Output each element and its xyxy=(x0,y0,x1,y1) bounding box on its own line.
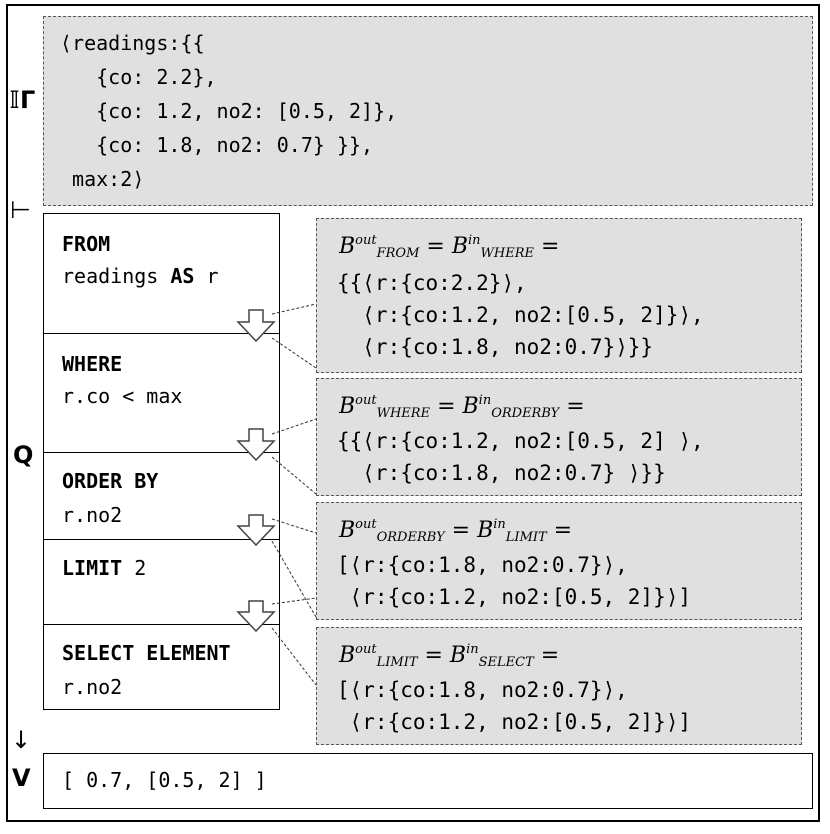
down-arrow-icon xyxy=(236,309,276,343)
query-label: Q xyxy=(13,441,34,469)
binding-line: ⟨r:{co:1.8, no2:0.7}⟩}} xyxy=(337,335,654,359)
binding-line: [⟨r:{co:1.8, no2:0.7}⟩, xyxy=(337,553,628,577)
env-line: max:2⟩ xyxy=(60,167,145,191)
select-clause: SELECT ELEMENT r.no2 xyxy=(43,624,280,710)
orderby-expression: r.no2 xyxy=(62,503,123,527)
limit-keyword: LIMIT xyxy=(62,556,123,580)
from-keyword: FROM xyxy=(62,232,111,256)
binding-line: ⟨r:{co:1.2, no2:[0.5, 2]}⟩, xyxy=(337,303,704,327)
down-arrow-icon xyxy=(236,514,276,547)
callout-line xyxy=(271,597,317,605)
binding-equation: BoutWHERE = BinORDERBY = xyxy=(339,393,585,421)
callout-line xyxy=(271,540,317,618)
binding-line: {{⟨r:{co:1.2, no2:[0.5, 2] ⟩, xyxy=(337,429,704,453)
env-line: ⟨readings:{{ xyxy=(60,31,205,55)
callout-line xyxy=(271,337,317,369)
binding-equation: BoutORDERBY = BinLIMIT = xyxy=(339,517,573,545)
from-clause: FROM readings AS r xyxy=(43,213,280,334)
value-label: V xyxy=(12,764,31,792)
env-line: {co: 1.8, no2: 0.7} }}, xyxy=(60,133,374,157)
orderby-keyword: ORDER BY xyxy=(62,469,159,493)
turnstile-label: ⊢ xyxy=(10,196,31,224)
select-keyword: SELECT ELEMENT xyxy=(62,641,231,665)
result-value: [ 0.7, [0.5, 2] ] xyxy=(62,768,267,792)
binding-line: [⟨r:{co:1.8, no2:0.7}⟩, xyxy=(337,678,628,702)
binding-limit-select: BoutLIMIT = BinSELECT = [⟨r:{co:1.8, no2… xyxy=(316,627,802,745)
down-arrow-icon xyxy=(236,428,276,462)
binding-where-orderby: BoutWHERE = BinORDERBY = {{⟨r:{co:1.2, n… xyxy=(316,378,802,496)
where-condition: r.co < max xyxy=(62,384,183,408)
binding-equation: BoutFROM = BinWHERE = xyxy=(339,233,560,261)
callout-line xyxy=(271,518,317,534)
binding-from-where: BoutFROM = BinWHERE = {{⟨r:{co:2.2}⟩, ⟨r… xyxy=(316,218,802,373)
as-keyword: AS xyxy=(170,264,195,288)
binding-orderby-limit: BoutORDERBY = BinLIMIT = [⟨r:{co:1.8, no… xyxy=(316,502,802,620)
env-line: {co: 2.2}, xyxy=(60,65,217,89)
down-arrow-icon xyxy=(236,600,276,633)
arrow-label: ↓ xyxy=(11,726,32,754)
callout-line xyxy=(271,456,317,495)
limit-value: 2 xyxy=(122,556,147,580)
env-line: {co: 1.2, no2: [0.5, 2]}, xyxy=(60,99,398,123)
environment-box: ⟨readings:{{ {co: 2.2}, {co: 1.2, no2: [… xyxy=(43,16,813,206)
gamma-label: 𝕀Γ xyxy=(9,86,36,114)
diagram-frame xyxy=(6,4,820,822)
select-expression: r.no2 xyxy=(62,675,123,699)
where-clause: WHERE r.co < max xyxy=(43,333,280,453)
binding-equation: BoutLIMIT = BinSELECT = xyxy=(339,642,560,670)
binding-line: ⟨r:{co:1.2, no2:[0.5, 2]}⟩] xyxy=(337,710,692,734)
callout-line xyxy=(271,627,317,686)
binding-line: ⟨r:{co:1.2, no2:[0.5, 2]}⟩] xyxy=(337,585,692,609)
callout-line xyxy=(271,303,317,315)
where-keyword: WHERE xyxy=(62,352,123,376)
result-box: [ 0.7, [0.5, 2] ] xyxy=(43,753,813,809)
binding-line: ⟨r:{co:1.8, no2:0.7} ⟩}} xyxy=(337,461,666,485)
callout-line xyxy=(271,418,317,435)
from-alias: r xyxy=(194,264,219,288)
binding-line: {{⟨r:{co:2.2}⟩, xyxy=(337,271,527,295)
from-source: readings xyxy=(62,264,171,288)
